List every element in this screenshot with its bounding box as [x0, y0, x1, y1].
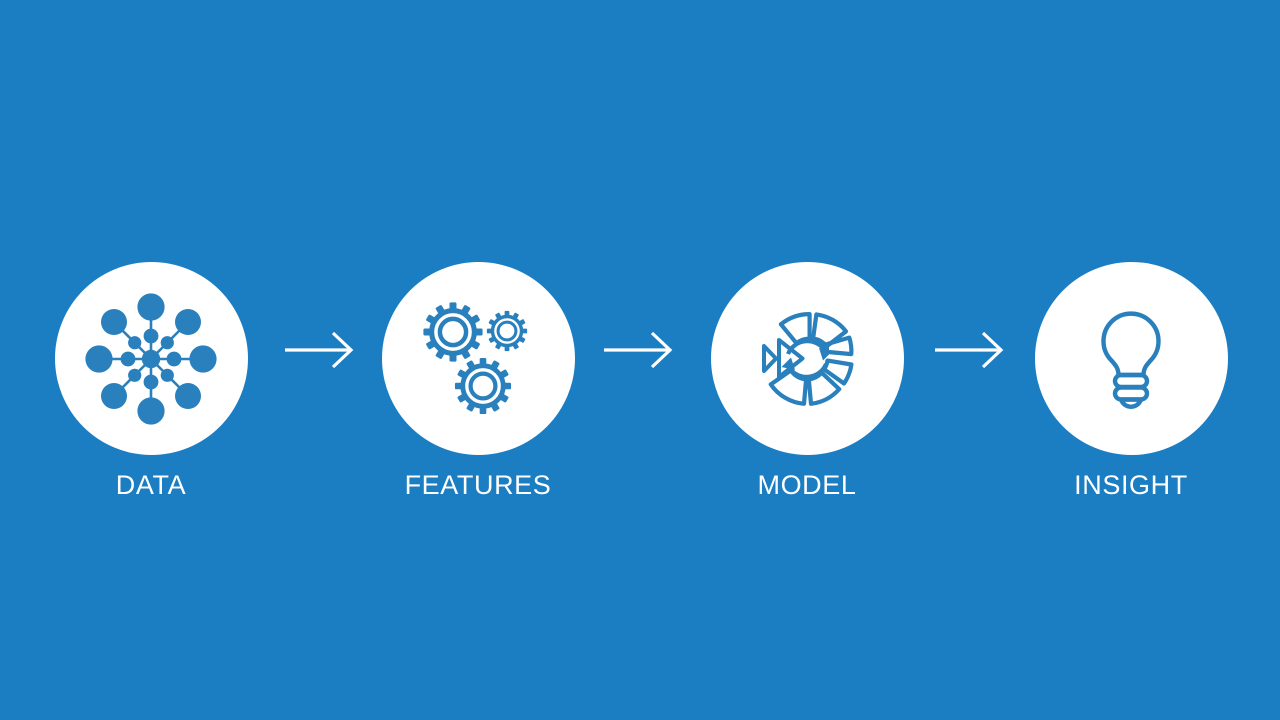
flow-step-data[interactable]: DATA [21, 262, 281, 499]
refresh-arrows-icon [786, 338, 828, 379]
lightbulb-icon [1101, 310, 1161, 409]
icon-disc-features [381, 262, 575, 455]
gear-small-icon [485, 308, 529, 353]
flow-step-label-data: DATA [115, 470, 187, 500]
wheel-segments [768, 311, 854, 406]
bulb-band-1 [1112, 372, 1150, 389]
flow-step-model[interactable]: MODEL [677, 262, 937, 499]
flow-step-label-model: MODEL [757, 470, 857, 500]
flow-step-label-features: FEATURES [404, 470, 552, 500]
connector-arrow-data-to-features [281, 328, 361, 372]
icon-disc-model [710, 262, 904, 455]
flow-step-features[interactable]: FEATURES [348, 262, 608, 499]
bulb-base-cap [1118, 396, 1144, 409]
connector-arrow-features-to-model [600, 328, 680, 372]
arrow-right-icon [285, 331, 354, 369]
icon-disc-data [54, 262, 248, 455]
bulb-glass [1101, 310, 1161, 377]
gear-medium-icon [455, 357, 511, 413]
arrow-right-icon [935, 331, 1004, 369]
arrow-right-icon [604, 331, 673, 369]
segmented-wheel-refresh-icon [762, 311, 854, 406]
icon-disc-insight [1034, 262, 1228, 455]
play-triangles-icon [762, 337, 805, 379]
flow-step-insight[interactable]: INSIGHT [1001, 262, 1261, 499]
network-nodes-icon [85, 292, 217, 425]
gears-icon [408, 289, 529, 429]
connector-arrow-model-to-insight [931, 328, 1011, 372]
flow-step-label-insight: INSIGHT [1074, 470, 1188, 500]
gear-large-icon [423, 302, 482, 361]
